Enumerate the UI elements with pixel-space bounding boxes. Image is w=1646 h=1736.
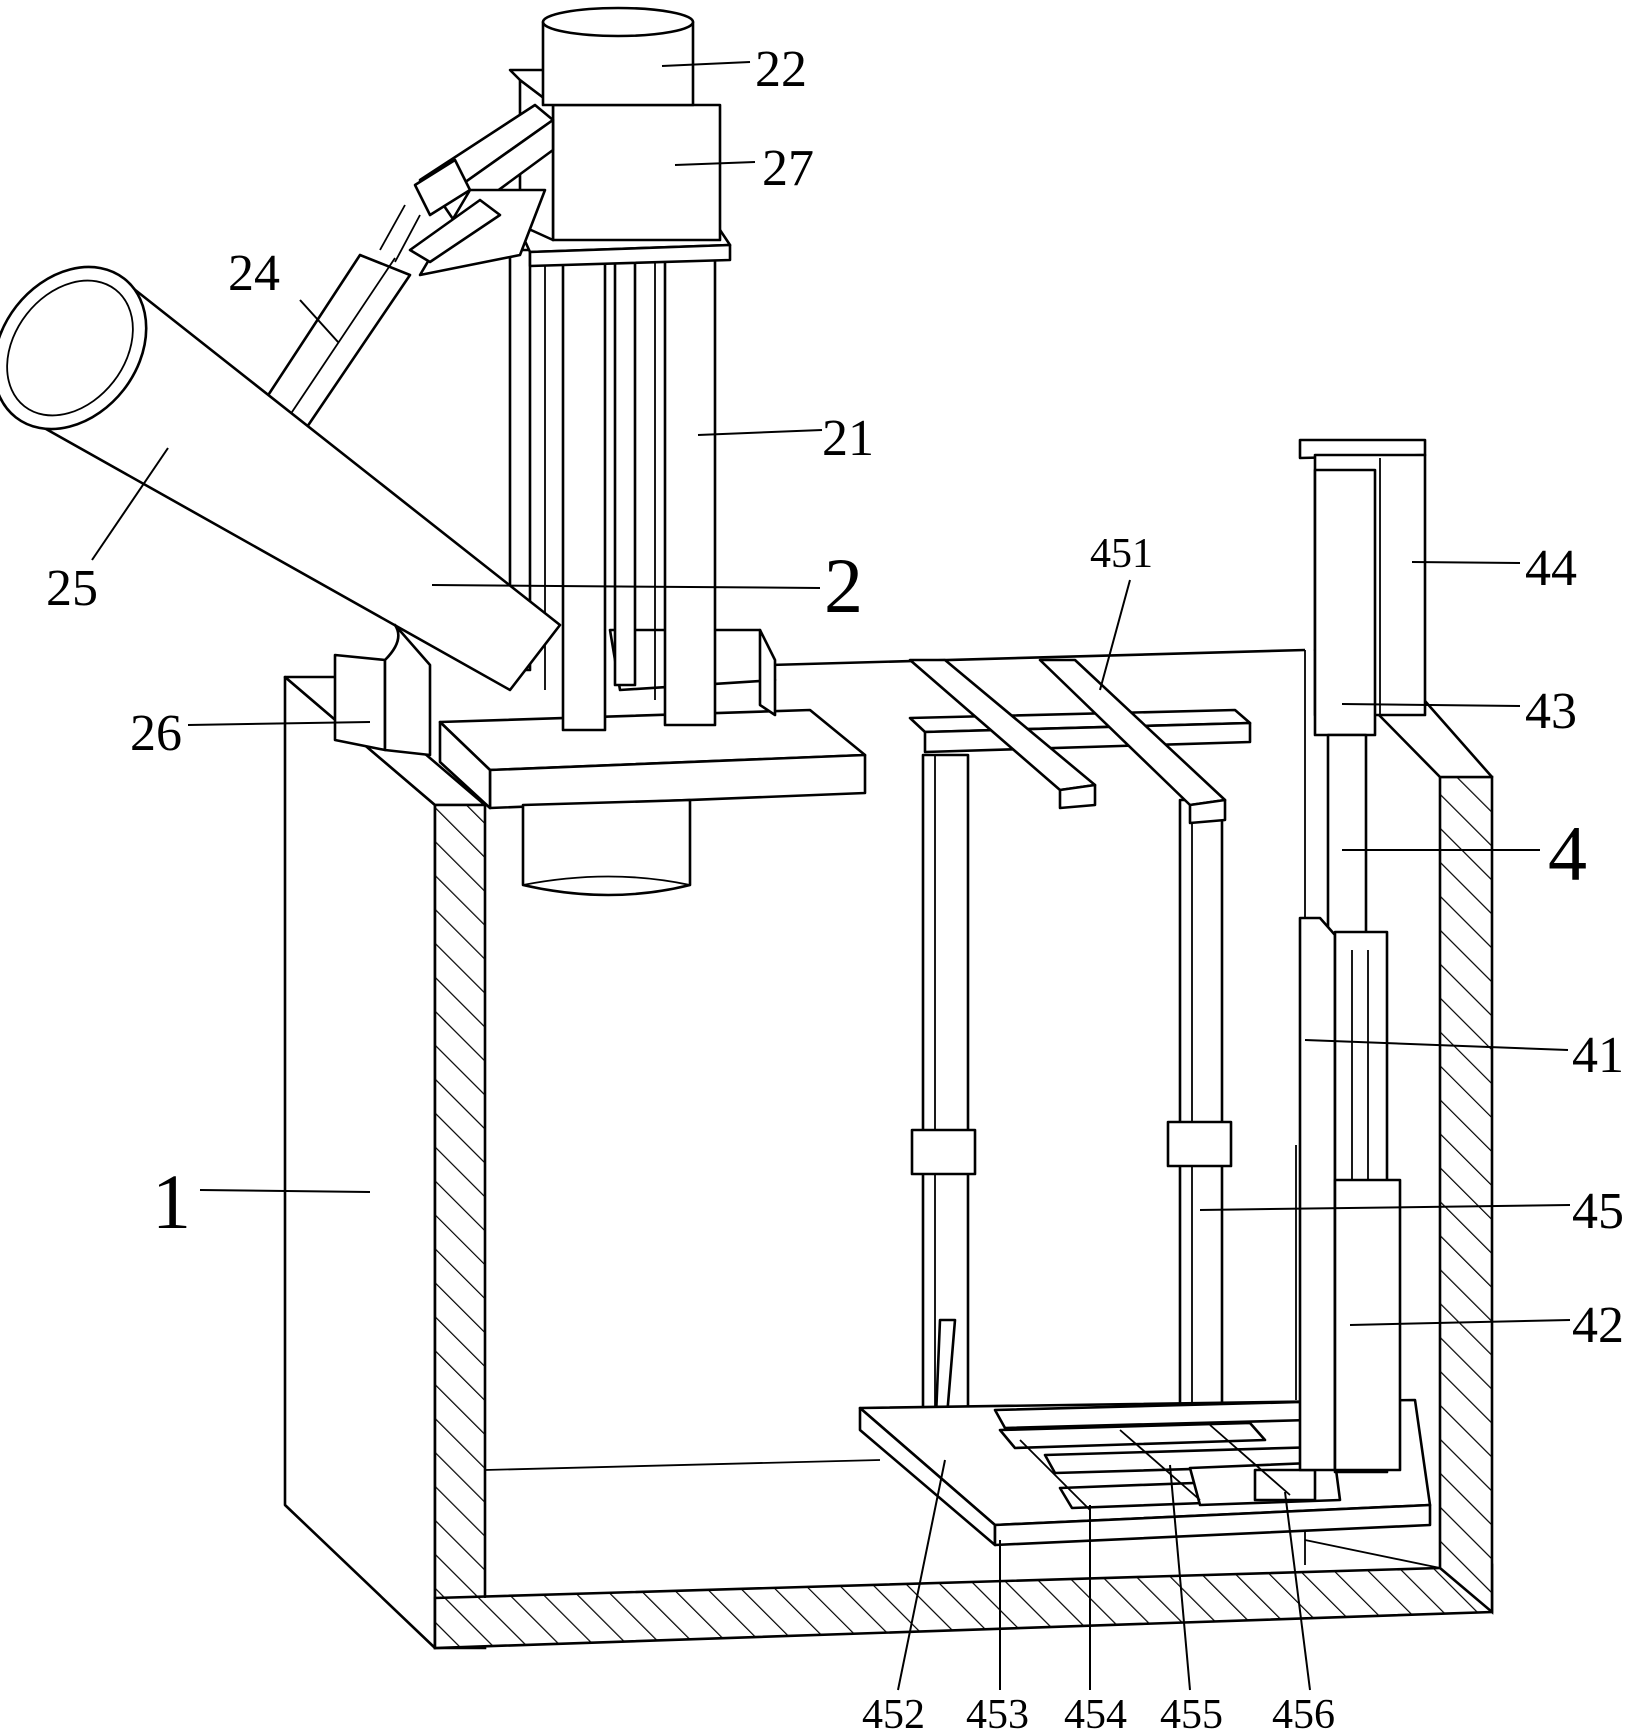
top-plate — [438, 708, 867, 897]
lift-cylinder — [1295, 438, 1427, 1474]
label-1: 1 — [152, 1158, 191, 1245]
label-4: 4 — [1548, 810, 1587, 897]
cross-frame — [908, 658, 1252, 825]
label-22: 22 — [755, 41, 807, 98]
label-43: 43 — [1525, 683, 1577, 740]
lifting-frame — [910, 753, 1233, 1467]
label-45: 45 — [1572, 1183, 1624, 1240]
label-42: 42 — [1572, 1297, 1624, 1354]
label-25: 25 — [46, 560, 98, 617]
label-21: 21 — [822, 410, 874, 467]
vertical-rods — [508, 245, 717, 732]
label-454: 454 — [1064, 1692, 1127, 1736]
label-453: 453 — [966, 1692, 1029, 1736]
label-455: 455 — [1160, 1692, 1223, 1736]
top-pipe — [541, 6, 695, 107]
inclined-pipe — [0, 265, 562, 692]
label-451: 451 — [1090, 531, 1153, 577]
leader-lines — [91, 61, 1571, 1691]
inclined-arm — [263, 103, 555, 432]
label-2: 2 — [824, 542, 863, 629]
base-plate — [858, 1398, 1432, 1547]
label-26: 26 — [130, 705, 182, 762]
label-44: 44 — [1525, 540, 1577, 597]
label-41: 41 — [1572, 1027, 1624, 1084]
label-456: 456 — [1272, 1692, 1335, 1736]
label-452: 452 — [862, 1692, 925, 1736]
label-24: 24 — [228, 245, 280, 302]
flap — [333, 623, 432, 757]
label-27: 27 — [762, 140, 814, 197]
reference-labels: 22 27 24 21 25 2 26 1 451 44 43 4 41 45 … — [46, 41, 1624, 1736]
